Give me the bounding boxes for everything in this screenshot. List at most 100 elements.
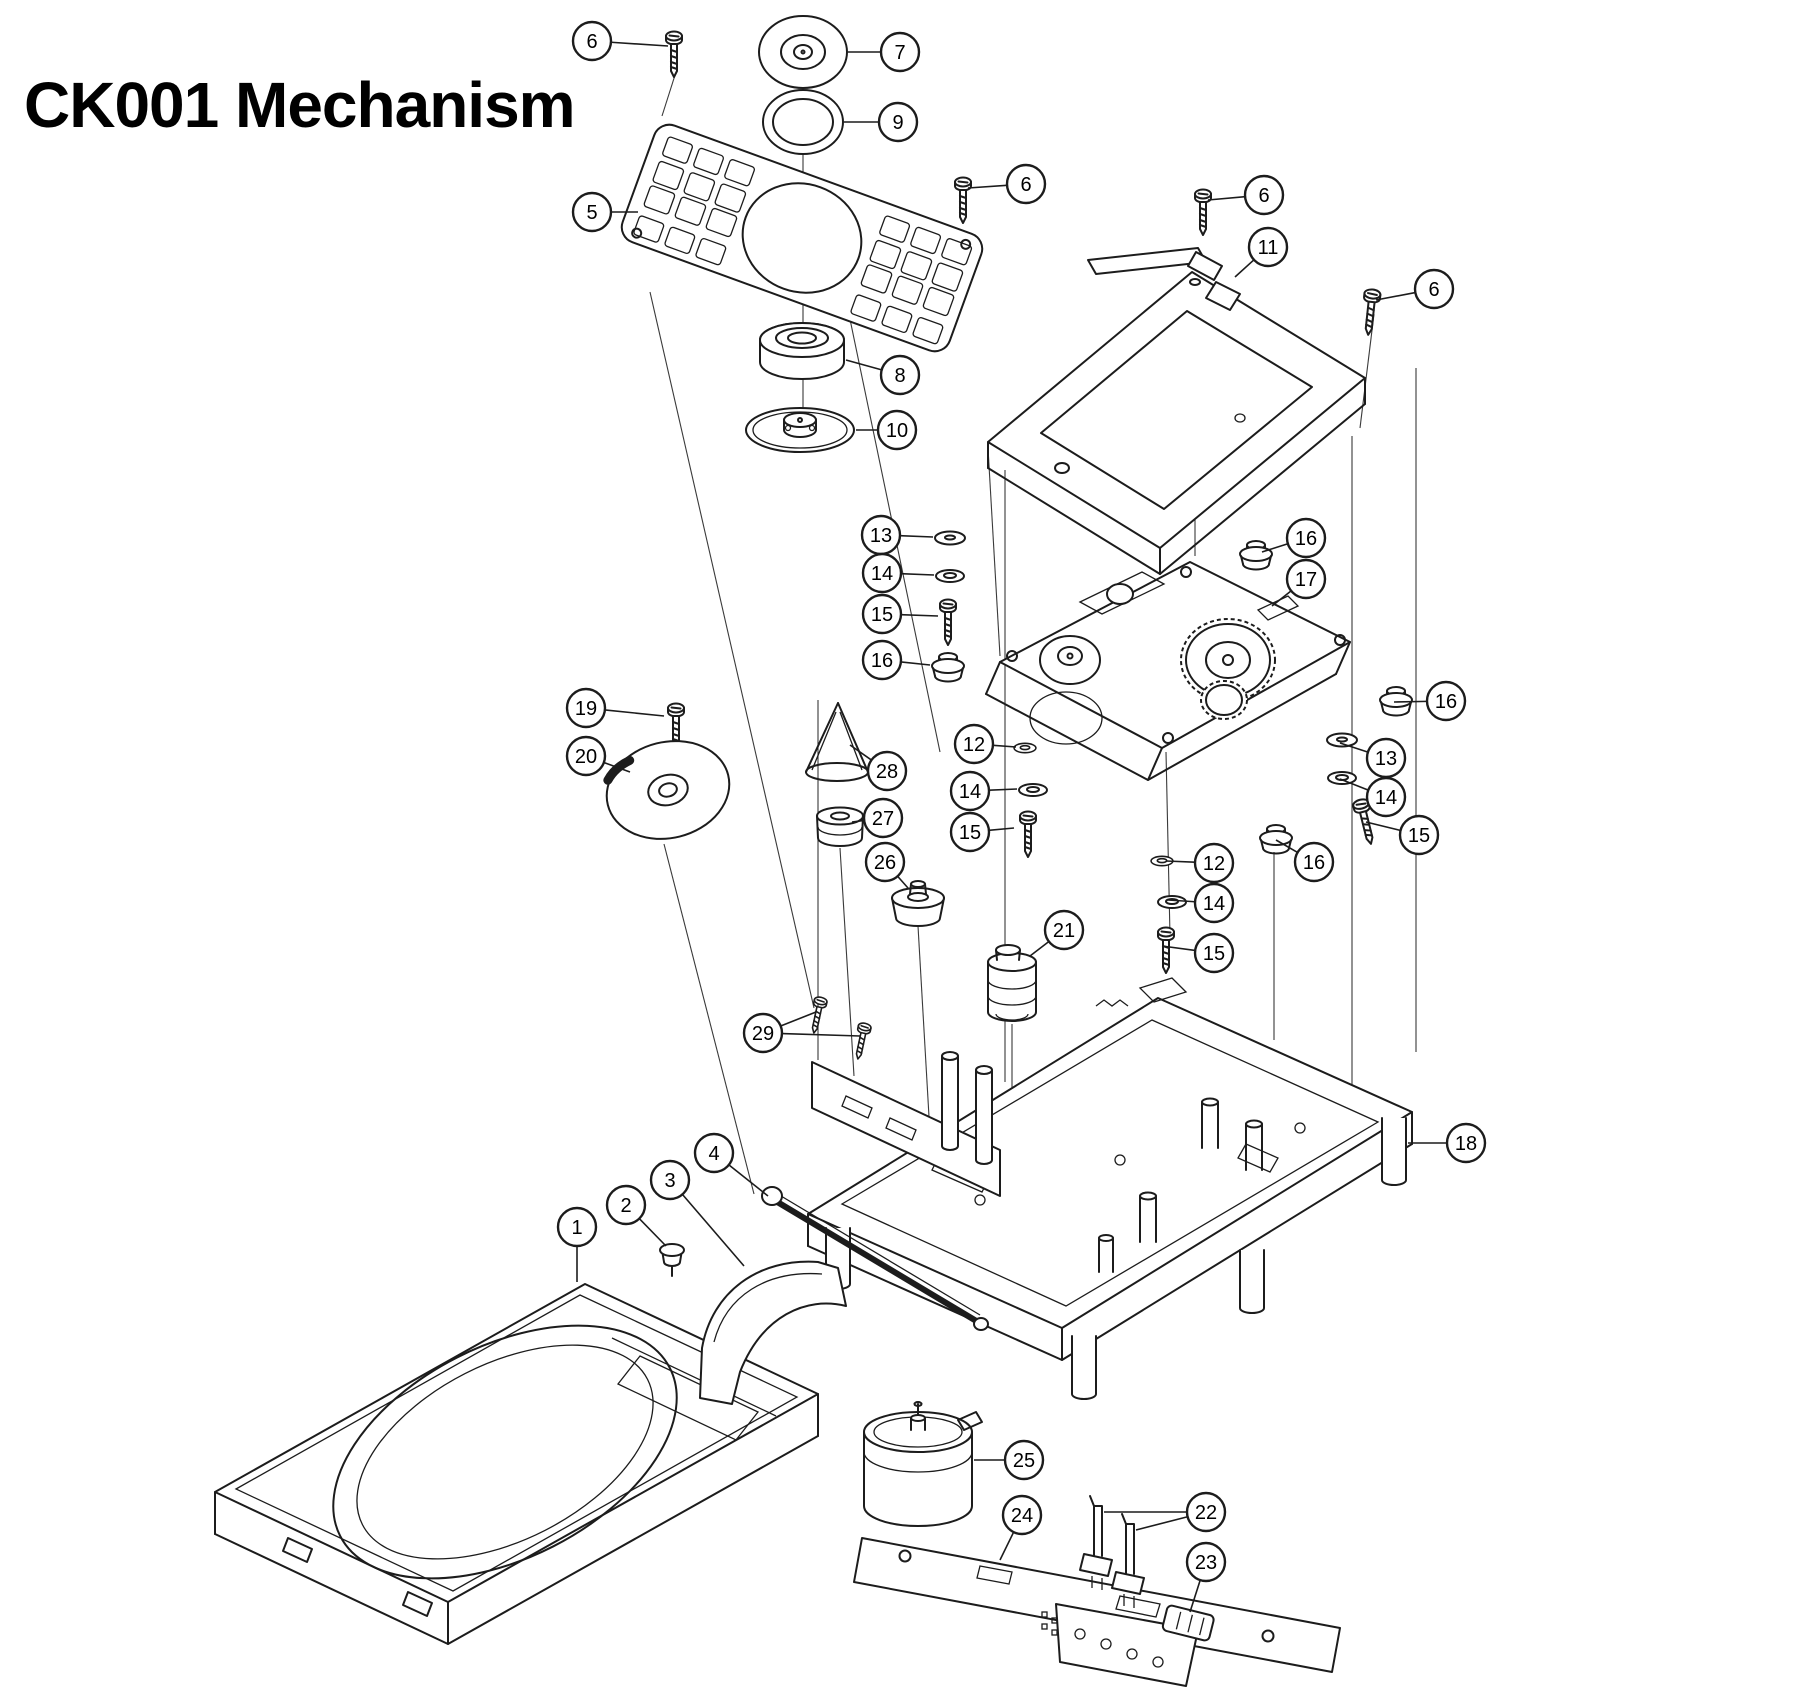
callout-leader-line bbox=[1339, 778, 1369, 791]
callout-circle bbox=[861, 639, 903, 681]
part-8-magnet-ring bbox=[759, 322, 845, 380]
part-5-top-plate bbox=[620, 123, 984, 353]
part-callout-6: 6 bbox=[967, 163, 1047, 205]
callout-leader-line bbox=[638, 1218, 667, 1247]
callout-leader-line bbox=[900, 572, 935, 576]
callout-circle bbox=[1193, 882, 1235, 924]
callout-number: 15 bbox=[959, 822, 981, 844]
part-21-cam-gear bbox=[987, 944, 1037, 1022]
callout-circle bbox=[1043, 909, 1085, 951]
callout-number: 15 bbox=[871, 604, 893, 626]
part-callout-6: 6 bbox=[571, 20, 669, 62]
callout-leader-line bbox=[845, 359, 882, 371]
part-callout-23: 23 bbox=[1185, 1541, 1227, 1613]
part-7-clamper-disc bbox=[758, 15, 848, 89]
part-callout-27: 27 bbox=[851, 797, 904, 839]
callout-circle bbox=[565, 735, 607, 777]
callout-leader-line bbox=[1189, 1579, 1201, 1613]
callout-number: 13 bbox=[1375, 748, 1397, 770]
callout-circle bbox=[861, 593, 903, 635]
part-10-turntable bbox=[745, 407, 855, 453]
callout-number: 15 bbox=[1408, 825, 1430, 847]
callout-number: 26 bbox=[874, 852, 896, 874]
part-3-cover-bracket bbox=[699, 1260, 847, 1405]
part-callout-1: 1 bbox=[556, 1206, 598, 1282]
part-25-loading-motor bbox=[863, 1401, 983, 1527]
part-22-switches bbox=[1079, 1495, 1145, 1608]
callout-leader-line bbox=[967, 184, 1008, 189]
callout-circle bbox=[1193, 842, 1235, 884]
callout-number: 16 bbox=[1435, 691, 1457, 713]
callout-number: 25 bbox=[1013, 1450, 1035, 1472]
callout-circle bbox=[861, 552, 903, 594]
part-callout-20: 20 bbox=[565, 735, 631, 777]
callout-number: 16 bbox=[871, 650, 893, 672]
callout-circle bbox=[1193, 932, 1235, 974]
callout-circle bbox=[877, 101, 919, 143]
callout-circle bbox=[862, 797, 904, 839]
callout-circle bbox=[953, 723, 995, 765]
part-callout-2: 2 bbox=[605, 1184, 667, 1247]
callout-circle bbox=[1425, 680, 1467, 722]
callout-number: 27 bbox=[872, 808, 894, 830]
callout-leader-line bbox=[1365, 821, 1401, 832]
callout-circle bbox=[949, 811, 991, 853]
callout-circle bbox=[1005, 163, 1047, 205]
part-callout-6: 6 bbox=[1375, 268, 1455, 310]
screws-29 bbox=[806, 995, 873, 1062]
callout-circle bbox=[1247, 226, 1289, 268]
callout-circle bbox=[1413, 268, 1455, 310]
callout-circle bbox=[876, 409, 918, 451]
part-4-guide-shaft bbox=[761, 1186, 989, 1331]
callout-number: 6 bbox=[586, 31, 597, 53]
callout-number: 18 bbox=[1455, 1133, 1477, 1155]
part-26-pulley bbox=[891, 880, 945, 927]
callout-number: 14 bbox=[959, 781, 981, 803]
callout-leader-line bbox=[1375, 291, 1416, 301]
callout-number: 6 bbox=[1428, 279, 1439, 301]
part-callout-9: 9 bbox=[844, 101, 919, 143]
callout-leader-line bbox=[603, 761, 631, 773]
part-18-main-chassis bbox=[807, 977, 1413, 1400]
callout-number: 21 bbox=[1053, 920, 1075, 942]
callout-circle bbox=[1445, 1122, 1487, 1164]
callout-leader-line bbox=[1161, 945, 1196, 952]
callout-number: 6 bbox=[1258, 185, 1269, 207]
callout-number: 13 bbox=[870, 525, 892, 547]
part-callout-16: 16 bbox=[1261, 517, 1327, 559]
callout-number: 14 bbox=[1203, 893, 1225, 915]
callout-number: 9 bbox=[892, 112, 903, 134]
part-callout-15: 15 bbox=[1365, 814, 1440, 856]
callout-circle bbox=[1185, 1541, 1227, 1583]
callout-leader-line bbox=[1261, 542, 1289, 553]
callout-leader-line bbox=[1339, 742, 1369, 753]
callout-circle bbox=[649, 1159, 691, 1201]
part-9-ring bbox=[762, 89, 844, 155]
callout-circle bbox=[949, 770, 991, 812]
callout-circle bbox=[866, 750, 908, 792]
part-callout-7: 7 bbox=[848, 31, 921, 73]
callout-leader-line bbox=[781, 1032, 861, 1037]
callout-number: 3 bbox=[664, 1170, 675, 1192]
part-11-clamp-frame bbox=[987, 247, 1366, 575]
callout-circle bbox=[565, 687, 607, 729]
part-callout-21: 21 bbox=[1029, 909, 1085, 957]
callout-number: 6 bbox=[1020, 174, 1031, 196]
callout-leader-line bbox=[1393, 700, 1428, 703]
callout-number: 17 bbox=[1295, 569, 1317, 591]
part-callout-15: 15 bbox=[949, 811, 1015, 853]
part-callout-24: 24 bbox=[999, 1494, 1043, 1561]
callout-leader-line bbox=[999, 1531, 1015, 1561]
callout-circle bbox=[1285, 558, 1327, 600]
part-callout-14: 14 bbox=[1167, 882, 1235, 924]
callout-circle bbox=[1365, 776, 1407, 818]
part-callout-5: 5 bbox=[571, 191, 638, 233]
callout-number: 16 bbox=[1295, 528, 1317, 550]
callout-circle bbox=[864, 841, 906, 883]
callout-number: 12 bbox=[1203, 853, 1225, 875]
part-callout-29: 29 bbox=[742, 1011, 861, 1054]
callout-leader-line bbox=[900, 661, 931, 666]
part-callout-16: 16 bbox=[861, 639, 931, 681]
callout-leader-line bbox=[896, 875, 909, 889]
